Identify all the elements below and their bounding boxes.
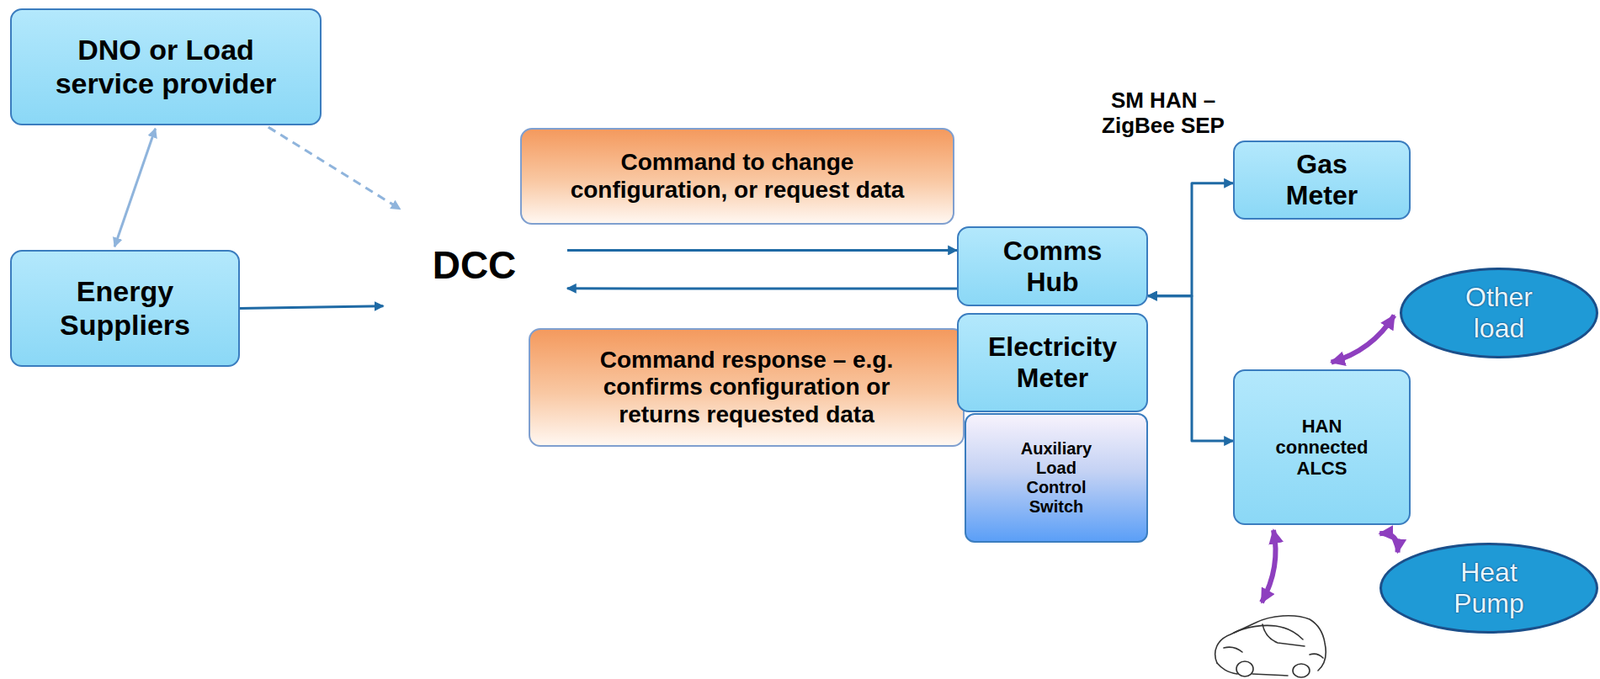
connector [114, 128, 155, 247]
load-ellipse: Other load [1399, 267, 1599, 359]
connector [1148, 183, 1234, 297]
device-box: Electricity Meter [956, 313, 1149, 413]
node-label: Gas Meter [1263, 148, 1382, 212]
device-box: HAN connected ALCS [1233, 369, 1411, 526]
connector [1148, 296, 1234, 442]
message-box: Command response – e.g. confirms configu… [528, 328, 965, 447]
message-box: Command to change configuration, or requ… [520, 127, 955, 225]
node-label: Command to change configuration, or requ… [563, 148, 913, 203]
node-label: Comms Hub [981, 235, 1125, 298]
car-link-arrow [1261, 530, 1276, 603]
connector [1379, 533, 1399, 553]
node-label: Heat Pump [1429, 557, 1550, 620]
load-ellipse: Heat Pump [1379, 542, 1599, 634]
node-label: DCC [432, 243, 517, 288]
connector [567, 287, 957, 290]
switch-box: Auxiliary Load Control Switch [964, 413, 1149, 543]
node-label: Electricity Meter [965, 331, 1140, 394]
connector [1331, 315, 1395, 363]
device-box: Comms Hub [956, 226, 1149, 307]
connector [239, 306, 383, 309]
node-label: Energy Suppliers [24, 275, 227, 341]
node-label: DNO or Load service provider [39, 33, 293, 100]
entity-box: Energy Suppliers [10, 249, 240, 367]
node-label: SM HAN – ZigBee SEP [1087, 88, 1239, 139]
car-drawing [1215, 616, 1326, 678]
node-label: Auxiliary Load Control Switch [1009, 439, 1104, 517]
connector [567, 249, 957, 252]
entity-box: DNO or Load service provider [10, 8, 322, 126]
device-box: Gas Meter [1233, 140, 1411, 220]
node-label: HAN connected ALCS [1267, 415, 1377, 480]
node-label: Other load [1439, 281, 1560, 345]
node-label: Command response – e.g. confirms configu… [572, 346, 922, 429]
connector [268, 127, 401, 209]
